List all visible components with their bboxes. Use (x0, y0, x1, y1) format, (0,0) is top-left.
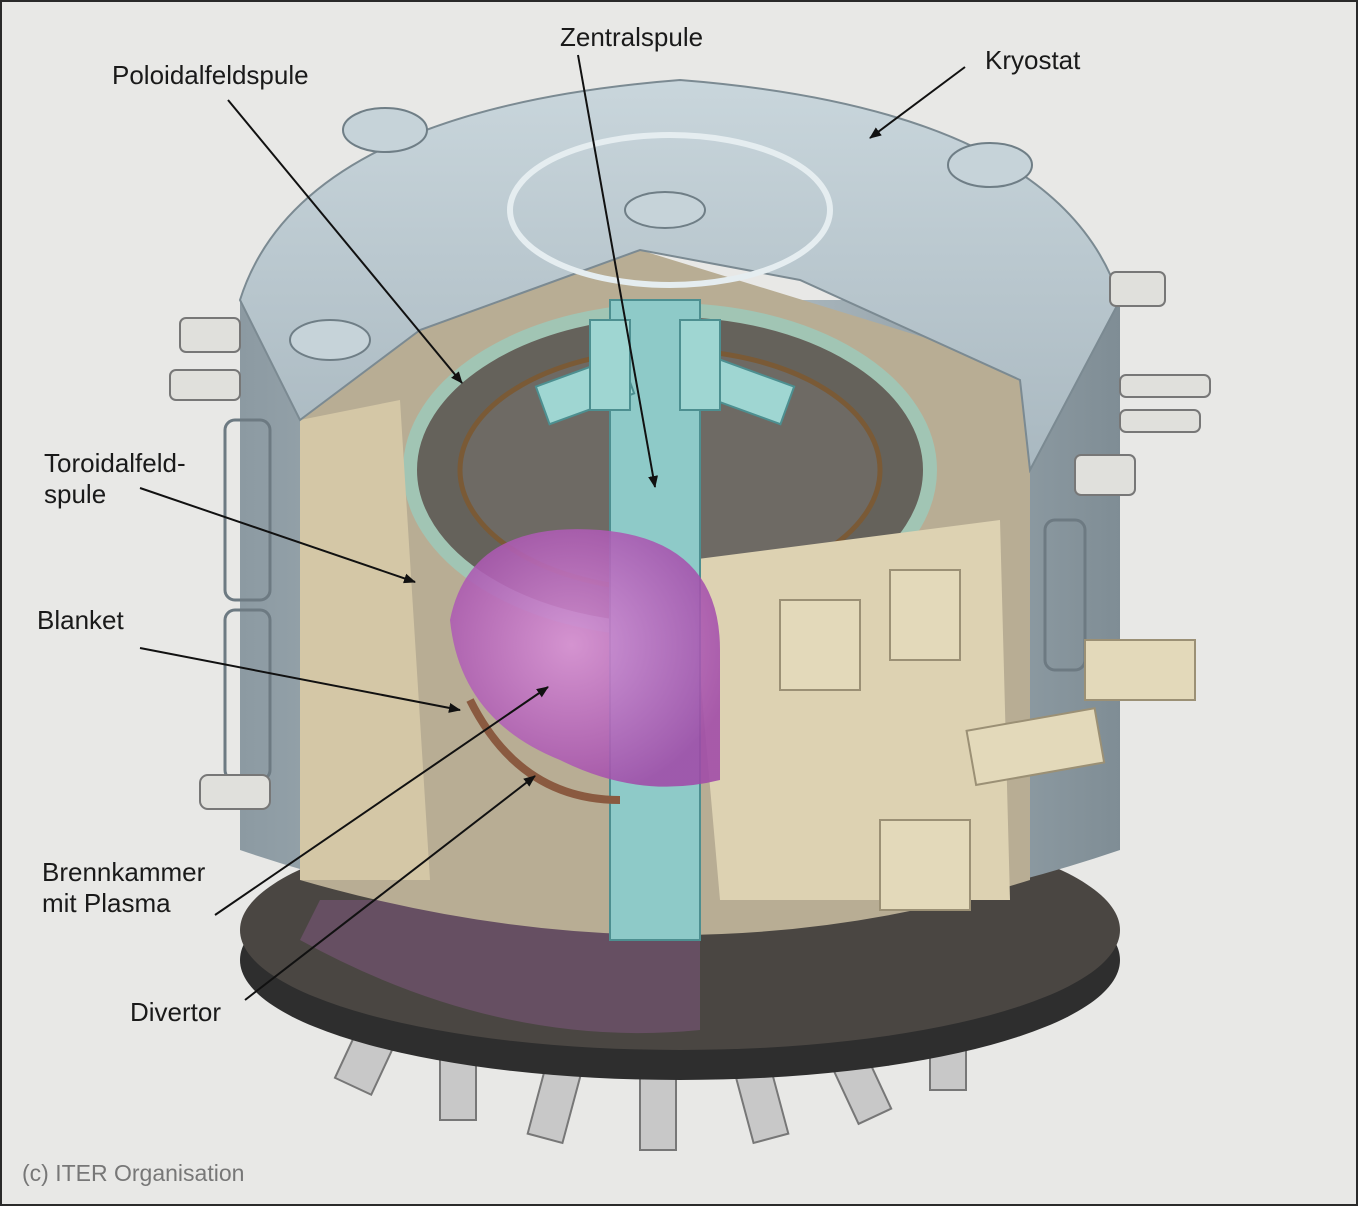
label-cryostat: Kryostat (985, 45, 1081, 75)
leader-lines (139, 54, 966, 1001)
cryostat-lid (238, 78, 1122, 474)
central-supports (534, 319, 796, 426)
label-divertor: Divertor (130, 997, 222, 1027)
label-line: spule (44, 479, 107, 509)
plasma-chamber (450, 529, 720, 787)
label-plasma-chamber: Brennkammer mit Plasma (42, 857, 205, 919)
label-line: Toroidalfeld- (44, 448, 186, 478)
divertor-shape (466, 698, 621, 804)
label-central-solenoid: Zentralspule (560, 22, 704, 52)
label-poloidal-field-coil: Poloidalfeldspule (112, 60, 309, 90)
label-line: mit Plasma (42, 888, 171, 918)
label-line: Brennkammer (42, 857, 206, 887)
label-toroidal-field-coil: Toroidalfeld- spule (44, 448, 186, 510)
side-pipes (169, 271, 1211, 810)
lid-domes (289, 107, 1033, 361)
copyright-notice: (c) ITER Organisation (22, 1160, 245, 1186)
label-blanket: Blanket (37, 605, 124, 635)
